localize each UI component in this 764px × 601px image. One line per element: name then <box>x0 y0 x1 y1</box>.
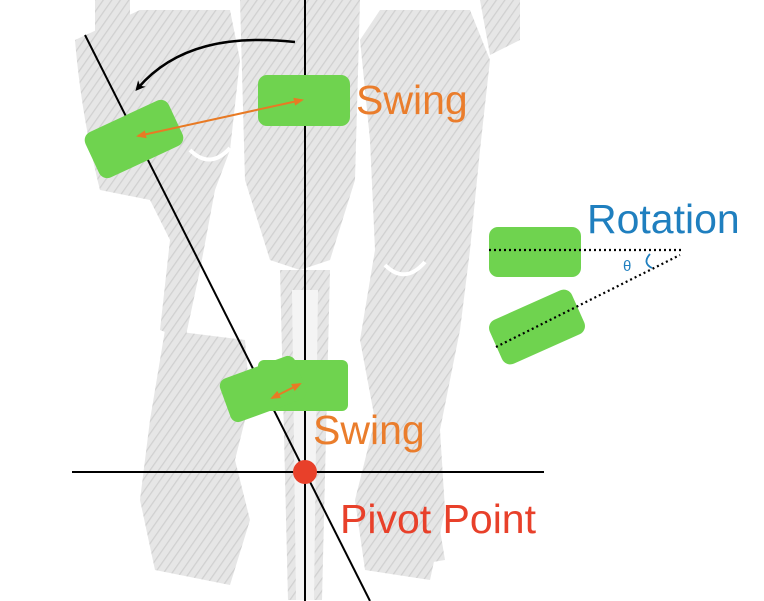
top-pad-upright <box>258 75 350 126</box>
top-swing-arrow <box>136 97 304 139</box>
pivot-point-label: Pivot Point <box>340 496 537 542</box>
rotation-angle-arc <box>645 253 653 269</box>
bottom-swing-arrow <box>270 383 302 399</box>
rotation-label: Rotation <box>587 196 740 242</box>
bottom-pad-swung <box>219 355 307 423</box>
pivot-point-dot <box>293 460 317 484</box>
rotation-tilted-line <box>495 254 681 348</box>
swing-label-bottom: Swing <box>313 407 425 453</box>
theta-label: θ <box>623 258 631 275</box>
rotation-pad-upright <box>489 227 581 277</box>
swing-label-top: Swing <box>356 77 468 123</box>
swing-curve-arrow <box>135 38 296 92</box>
